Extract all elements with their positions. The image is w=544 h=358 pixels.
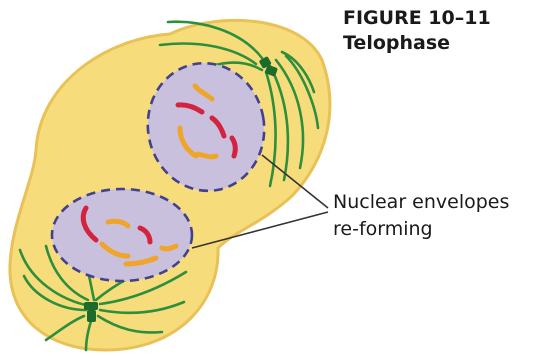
label-line-2: re-forming [333, 216, 509, 243]
figure-caption: FIGURE 10–11 Telophase [343, 6, 491, 56]
chromosome [162, 246, 176, 249]
label-line-1: Nuclear envelopes [333, 189, 509, 216]
nuclear-envelope-label: Nuclear envelopes re-forming [333, 189, 509, 243]
lower-nucleus [52, 189, 192, 281]
chromosome [198, 154, 216, 157]
figure-number: FIGURE 10–11 [343, 6, 491, 31]
figure-title: Telophase [343, 31, 491, 56]
